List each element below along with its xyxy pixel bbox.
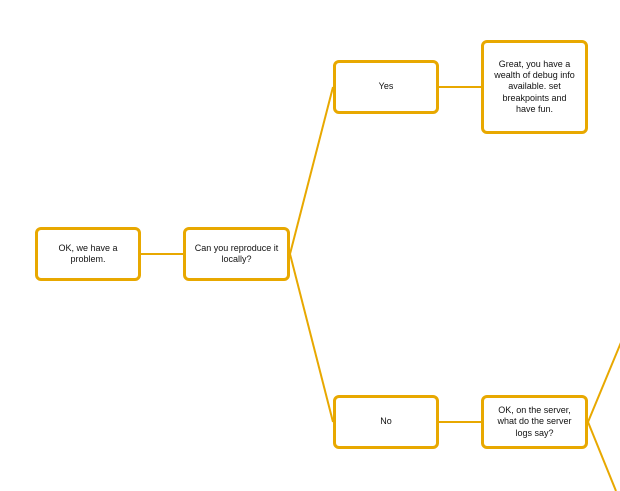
connector-reproduce-to-yes bbox=[289, 86, 334, 255]
node-problem-text: OK, we have a problem. bbox=[58, 242, 118, 264]
node-debug-info-text: Great, you have a wealth of debug info a… bbox=[494, 58, 575, 114]
connector-reproduce-to-no bbox=[289, 253, 334, 423]
node-debug-info: Great, you have a wealth of debug info a… bbox=[481, 40, 588, 134]
node-problem: OK, we have a problem. bbox=[35, 227, 141, 281]
node-yes-text: Yes bbox=[378, 81, 394, 92]
node-server-logs: OK, on the server, what do the server lo… bbox=[481, 395, 588, 449]
connector-server-to-lower-offscreen bbox=[587, 421, 617, 491]
node-no-text: No bbox=[380, 416, 392, 427]
node-server-logs-text: OK, on the server, what do the server lo… bbox=[497, 405, 572, 438]
connector-server-to-upper-offscreen bbox=[587, 342, 620, 423]
node-yes: Yes bbox=[333, 60, 439, 114]
node-reproduce-locally: Can you reproduce it locally? bbox=[183, 227, 290, 281]
node-no: No bbox=[333, 395, 439, 449]
node-reproduce-locally-text: Can you reproduce it locally? bbox=[194, 242, 279, 264]
